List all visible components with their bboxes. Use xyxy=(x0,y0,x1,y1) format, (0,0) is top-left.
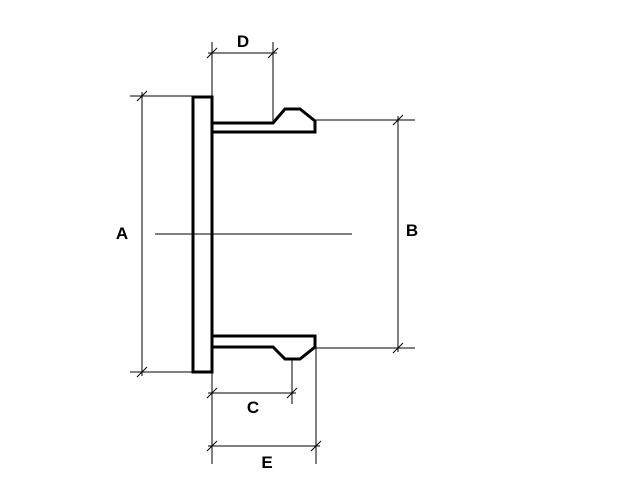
dimension-c xyxy=(206,359,298,464)
bottom-arm xyxy=(212,334,317,361)
dimension-e xyxy=(206,347,322,464)
dimension-b xyxy=(316,114,415,354)
dimension-d xyxy=(206,42,279,122)
label-e: E xyxy=(261,453,273,472)
dimension-a xyxy=(130,90,193,378)
label-d: D xyxy=(236,32,250,51)
label-c: C xyxy=(246,398,260,417)
top-arm xyxy=(212,107,317,134)
label-a: A xyxy=(115,224,129,243)
label-b: B xyxy=(405,221,419,240)
